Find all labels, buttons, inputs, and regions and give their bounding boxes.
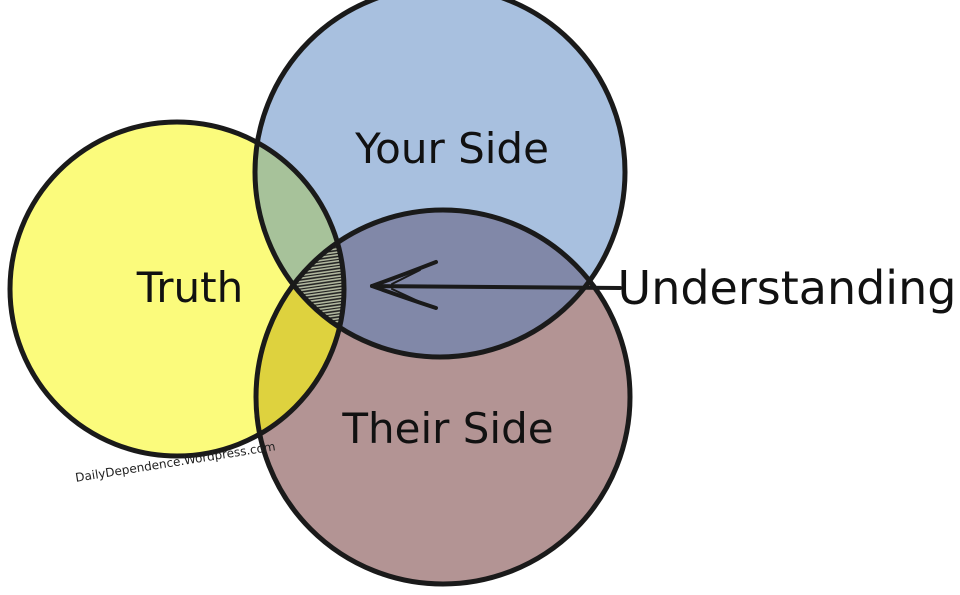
your-side-outline: [252, 0, 628, 360]
your-their-overlap: [256, 210, 625, 357]
their-side-outline: [253, 207, 633, 587]
your-side-label: Your Side: [354, 124, 549, 173]
truth-outline: [7, 119, 347, 459]
understanding-label: Understanding: [618, 261, 957, 315]
their-side-label: Their Side: [341, 404, 553, 453]
truth-label: Truth: [136, 263, 243, 312]
arrow-icon: [370, 260, 622, 310]
